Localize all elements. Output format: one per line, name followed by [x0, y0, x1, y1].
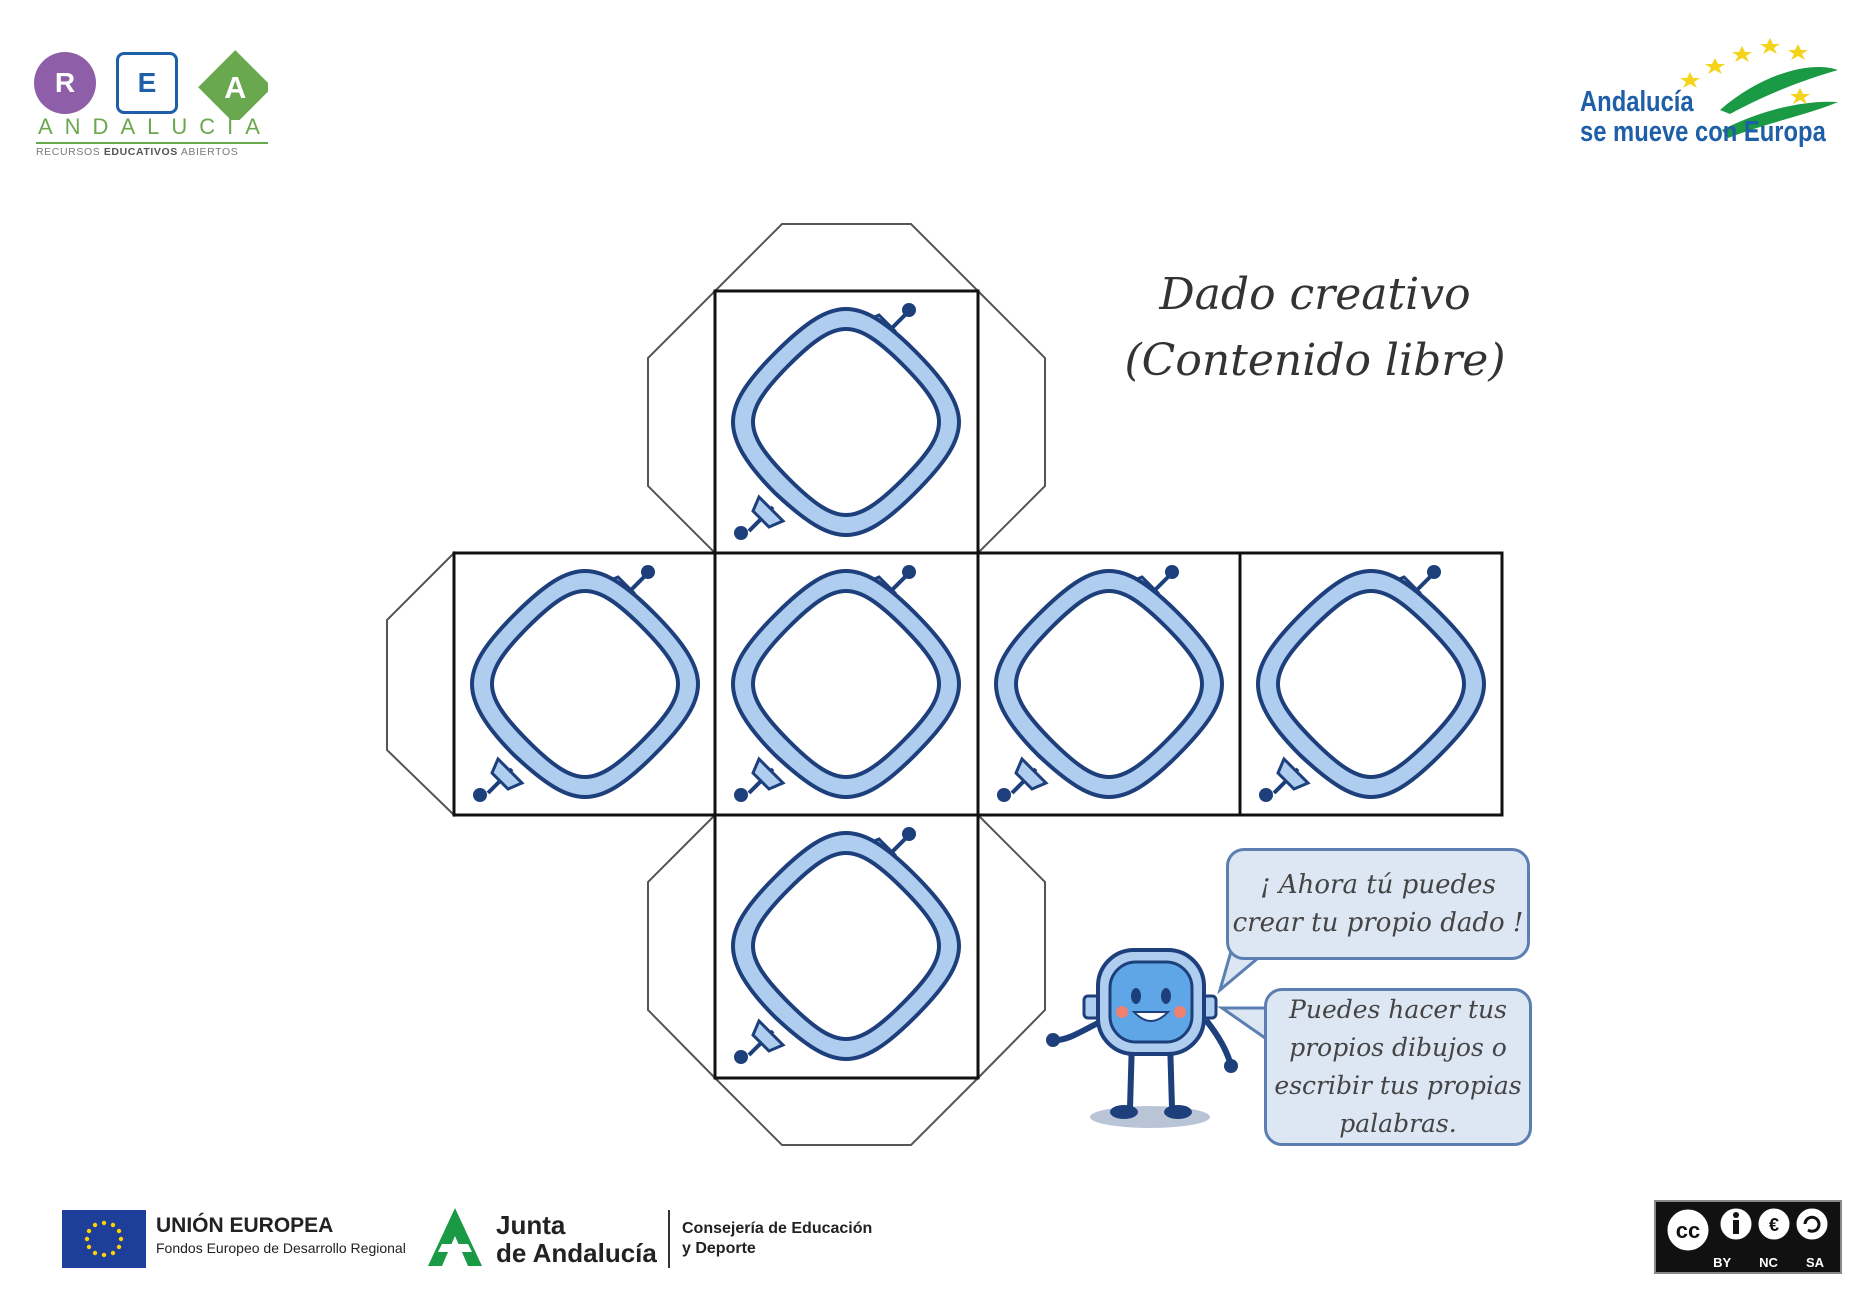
eu-flag-icon — [62, 1210, 146, 1268]
title-line-1: Dado creativo — [1159, 269, 1471, 320]
andalucia-flag-stars-icon — [1680, 38, 1838, 138]
net-tab-top-left — [647, 288, 716, 556]
net-tab-bottom — [712, 1077, 981, 1146]
rea-logo-a-letter: A — [224, 71, 246, 105]
speech-bubble-2: Puedes hacer tus propios dibujos o escri… — [1264, 988, 1532, 1146]
cc-label-nc: NC — [1759, 1255, 1778, 1270]
robot-mascot-icon — [1046, 948, 1238, 1128]
svg-text:€: € — [1769, 1215, 1779, 1235]
title-line-2: (Contenido libre) — [1124, 335, 1506, 386]
net-tab-top — [712, 223, 981, 292]
net-tab-top-right — [977, 288, 1046, 556]
rea-logo-r: R — [34, 52, 96, 114]
andalucia-logo-line1: Andalucía — [1580, 86, 1694, 118]
cc-icons: cc € — [1664, 1205, 1831, 1252]
junta-line-1: Junta — [496, 1210, 566, 1240]
footer-divider — [668, 1210, 670, 1268]
cc-label-by: BY — [1713, 1255, 1732, 1270]
eu-title: UNIÓN EUROPEA — [156, 1214, 334, 1237]
creative-commons-badge: cc € BY NC SA — [1654, 1200, 1842, 1274]
rea-andalucia-logo: R E A ANDALUCÍA RECURSOS EDUCATIVOS ABIE… — [32, 50, 272, 160]
page-title: Dado creativo (Contenido libre) — [1080, 262, 1550, 394]
andalucia-logo-line2: se mueve con Europa — [1580, 116, 1826, 148]
consejeria-line-2: y Deporte — [682, 1240, 756, 1257]
eu-subtitle: Fondos Europeo de Desarrollo Regional — [156, 1240, 406, 1256]
cc-license-labels: BY NC SA — [1656, 1255, 1840, 1270]
cc-label-sa: SA — [1805, 1255, 1824, 1270]
rea-tagline: RECURSOS EDUCATIVOS ABIERTOS — [36, 146, 239, 158]
net-tab-bottom-left — [647, 812, 716, 1081]
rea-logo-e: E — [116, 52, 178, 114]
svg-text:cc: cc — [1676, 1218, 1700, 1243]
junta-andalucia-icon — [428, 1208, 482, 1266]
andalucia-europa-logo: Andalucía se mueve con Europa — [1570, 30, 1840, 160]
speech-bubble-1: ¡ Ahora tú puedes crear tu propio dado ! — [1226, 848, 1530, 960]
junta-line-2: de Andalucía — [496, 1238, 657, 1268]
net-tab-bottom-right — [977, 812, 1046, 1081]
rea-divider — [36, 142, 268, 144]
net-tab-left — [386, 550, 455, 818]
bubble-2-tail — [1217, 1006, 1270, 1043]
rea-wordmark: ANDALUCÍA — [38, 114, 272, 139]
consejeria-line-1: Consejería de Educación — [682, 1220, 873, 1237]
rea-logo-a: A — [198, 50, 268, 120]
